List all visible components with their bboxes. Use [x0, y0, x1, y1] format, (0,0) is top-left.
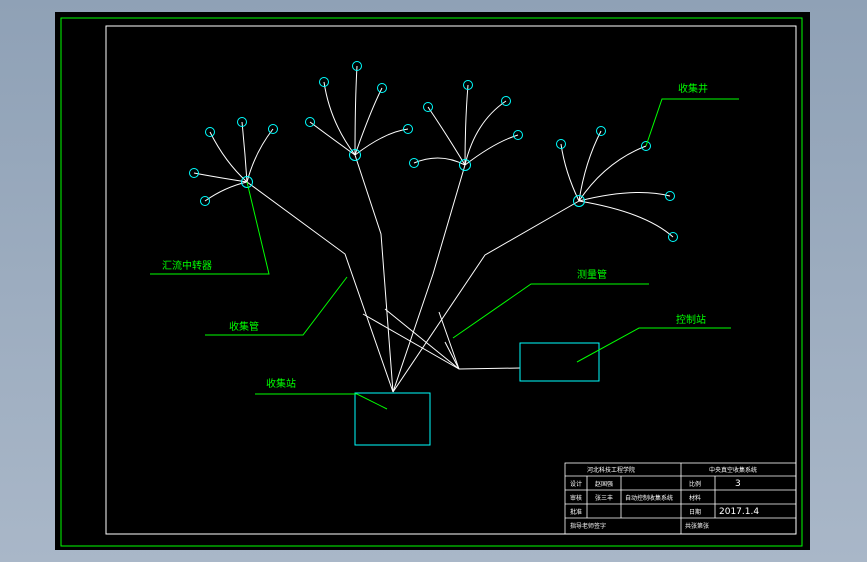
branch-line — [354, 128, 409, 156]
well-node — [409, 158, 419, 168]
branch-line — [427, 106, 466, 166]
outer-frame — [60, 17, 803, 547]
date-value: 2017.1.4 — [719, 507, 759, 517]
measure-line — [362, 313, 460, 370]
well-node — [319, 77, 329, 87]
junction-node — [241, 176, 253, 188]
well-node — [237, 117, 247, 127]
label-collection-pipe: 收集管 — [229, 320, 259, 333]
trunk-line — [392, 200, 580, 393]
title-block-frame — [564, 462, 797, 535]
junction-node — [349, 149, 361, 161]
school-name: 河北科技工程学院 — [587, 466, 635, 474]
well-node — [403, 124, 413, 134]
trunk-line — [354, 154, 394, 393]
scale-value: 3 — [735, 479, 741, 489]
well-node — [641, 141, 651, 151]
checker-label: 审核 — [570, 494, 582, 502]
measure-line — [444, 341, 460, 370]
branch-line — [309, 121, 356, 156]
well-node — [665, 191, 675, 201]
leader-measurement-pipe — [452, 283, 649, 339]
well-node — [513, 130, 523, 140]
leader-junction-relay — [150, 181, 270, 275]
inner-frame — [105, 25, 797, 535]
branch-line — [246, 128, 274, 183]
checker-name: 张三丰 — [595, 494, 613, 502]
well-node — [200, 196, 210, 206]
branch-line — [209, 131, 248, 183]
branch-line — [354, 65, 358, 156]
label-junction-relay: 汇流中转器 — [162, 259, 212, 272]
junction-node — [573, 195, 585, 207]
material-label: 材料 — [689, 494, 701, 502]
measure-line — [384, 308, 460, 370]
well-node — [377, 83, 387, 93]
group-label: 指导老师签字 — [570, 522, 606, 530]
date-label: 日期 — [689, 508, 701, 516]
sheet-label: 共张第张 — [685, 522, 709, 530]
junction-node — [459, 159, 471, 171]
leader-lines — [150, 98, 739, 410]
trunk-line — [246, 181, 394, 393]
branch-line — [578, 145, 647, 202]
label-control-station: 控制站 — [676, 313, 706, 326]
measure-line — [458, 367, 521, 370]
leader-collection-well — [645, 98, 739, 147]
leader-control-station — [576, 327, 731, 363]
branch-line — [413, 157, 466, 166]
well-node — [501, 96, 511, 106]
label-collection-well: 收集井 — [678, 82, 708, 95]
well-node — [556, 139, 566, 149]
branch-line — [464, 134, 519, 166]
well-node — [352, 61, 362, 71]
branch-line — [323, 81, 356, 156]
branch-line — [578, 191, 671, 202]
branch-line — [578, 200, 674, 238]
leader-collection-pipe — [205, 276, 348, 336]
node-group — [189, 61, 678, 446]
branch-line — [354, 87, 383, 156]
well-node — [596, 126, 606, 136]
designer-name: 赵国强 — [595, 480, 613, 488]
title-block: 河北科技工程学院 中央真空收集系统 设计 赵国强 比例 3 审核 张三丰 自动控… — [564, 462, 797, 535]
well-node — [205, 127, 215, 137]
branch-line — [204, 181, 248, 202]
system-name: 自动控制收集系统 — [625, 494, 673, 502]
branch-line — [241, 121, 248, 183]
branch-line — [560, 143, 580, 202]
approver-label: 批准 — [570, 508, 582, 516]
label-collection-station: 收集站 — [266, 377, 296, 390]
well-node — [268, 124, 278, 134]
scale-label: 比例 — [689, 480, 701, 488]
label-measurement-pipe: 测量管 — [577, 268, 607, 281]
well-node — [189, 168, 199, 178]
well-node — [668, 232, 678, 242]
well-node — [463, 80, 473, 90]
system-diagram: 收集井 汇流中转器 收集管 测量管 控制站 收集站 河北科技工程学院 中央真空收… — [60, 17, 803, 547]
control-station-box — [519, 342, 600, 382]
branch-line — [578, 130, 602, 202]
branch-line — [464, 84, 469, 166]
collection-station-box — [354, 392, 431, 446]
drawing-title: 中央真空收集系统 — [709, 466, 757, 474]
designer-label: 设计 — [570, 480, 582, 488]
branch-line — [464, 100, 507, 166]
well-node — [423, 102, 433, 112]
trunk-line — [392, 164, 466, 393]
measure-line — [438, 311, 460, 370]
pipe-network — [193, 65, 674, 393]
leader-collection-station — [255, 393, 388, 410]
well-node — [305, 117, 315, 127]
drawing-canvas: 收集井 汇流中转器 收集管 测量管 控制站 收集站 河北科技工程学院 中央真空收… — [55, 12, 810, 550]
